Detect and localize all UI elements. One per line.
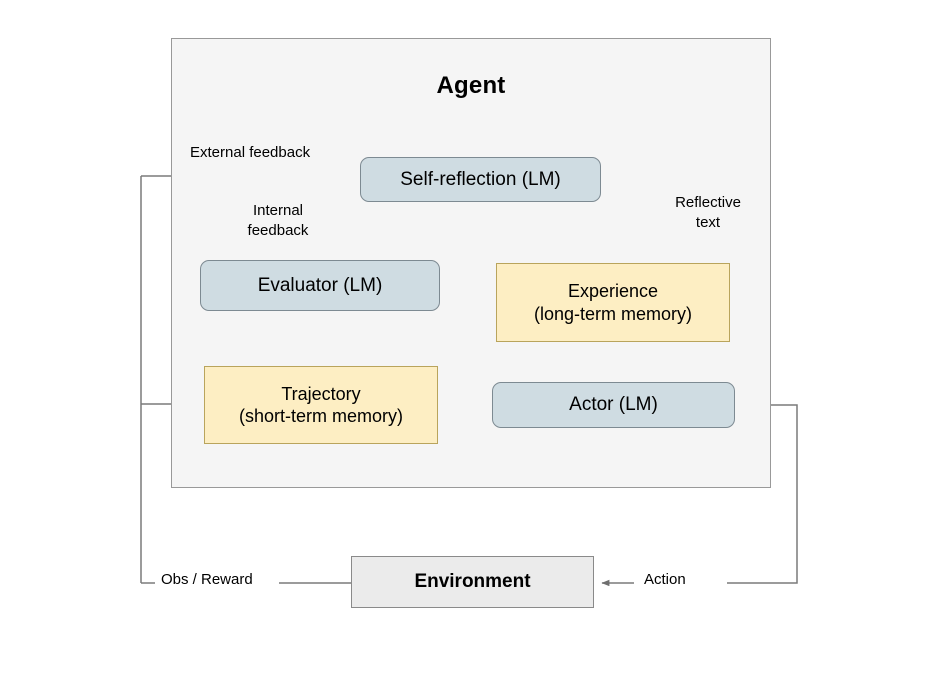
edge-label-external-feedback: External feedback: [190, 144, 311, 161]
node-environment[interactable]: Environment: [351, 556, 594, 608]
node-trajectory-sublabel: (short-term memory): [238, 406, 403, 426]
edge-label-reflective-text-line1: Reflective: [675, 194, 741, 211]
node-evaluator-label: Evaluator (LM): [257, 274, 383, 296]
node-trajectory-label: Trajectory: [281, 383, 361, 404]
edge-label-action: Action: [641, 570, 689, 590]
node-self-reflection[interactable]: Self-reflection (LM): [360, 157, 601, 202]
agent-title: Agent: [436, 72, 506, 99]
node-environment-label: Environment: [414, 571, 531, 593]
edge-label-internal-feedback-line1: Internal: [252, 202, 304, 219]
edge-label-reflective-text-line2: text: [695, 213, 721, 231]
node-experience[interactable]: Experience (long-term memory): [496, 263, 730, 342]
edge-label-obs-reward: Obs / Reward: [158, 570, 256, 590]
node-experience-label: Experience: [567, 281, 659, 302]
edge-label-reflective-text: Reflective text: [662, 193, 754, 233]
node-self-reflection-label: Self-reflection (LM): [400, 168, 561, 190]
edge-label-internal-feedback-line2: feedback: [247, 221, 309, 239]
node-experience-sublabel: (long-term memory): [533, 303, 693, 324]
node-trajectory[interactable]: Trajectory (short-term memory): [204, 366, 438, 444]
node-actor-label: Actor (LM): [569, 394, 658, 416]
edge-label-internal-feedback: Internal feedback: [228, 201, 328, 241]
node-actor[interactable]: Actor (LM): [492, 382, 735, 428]
node-evaluator[interactable]: Evaluator (LM): [200, 260, 440, 311]
